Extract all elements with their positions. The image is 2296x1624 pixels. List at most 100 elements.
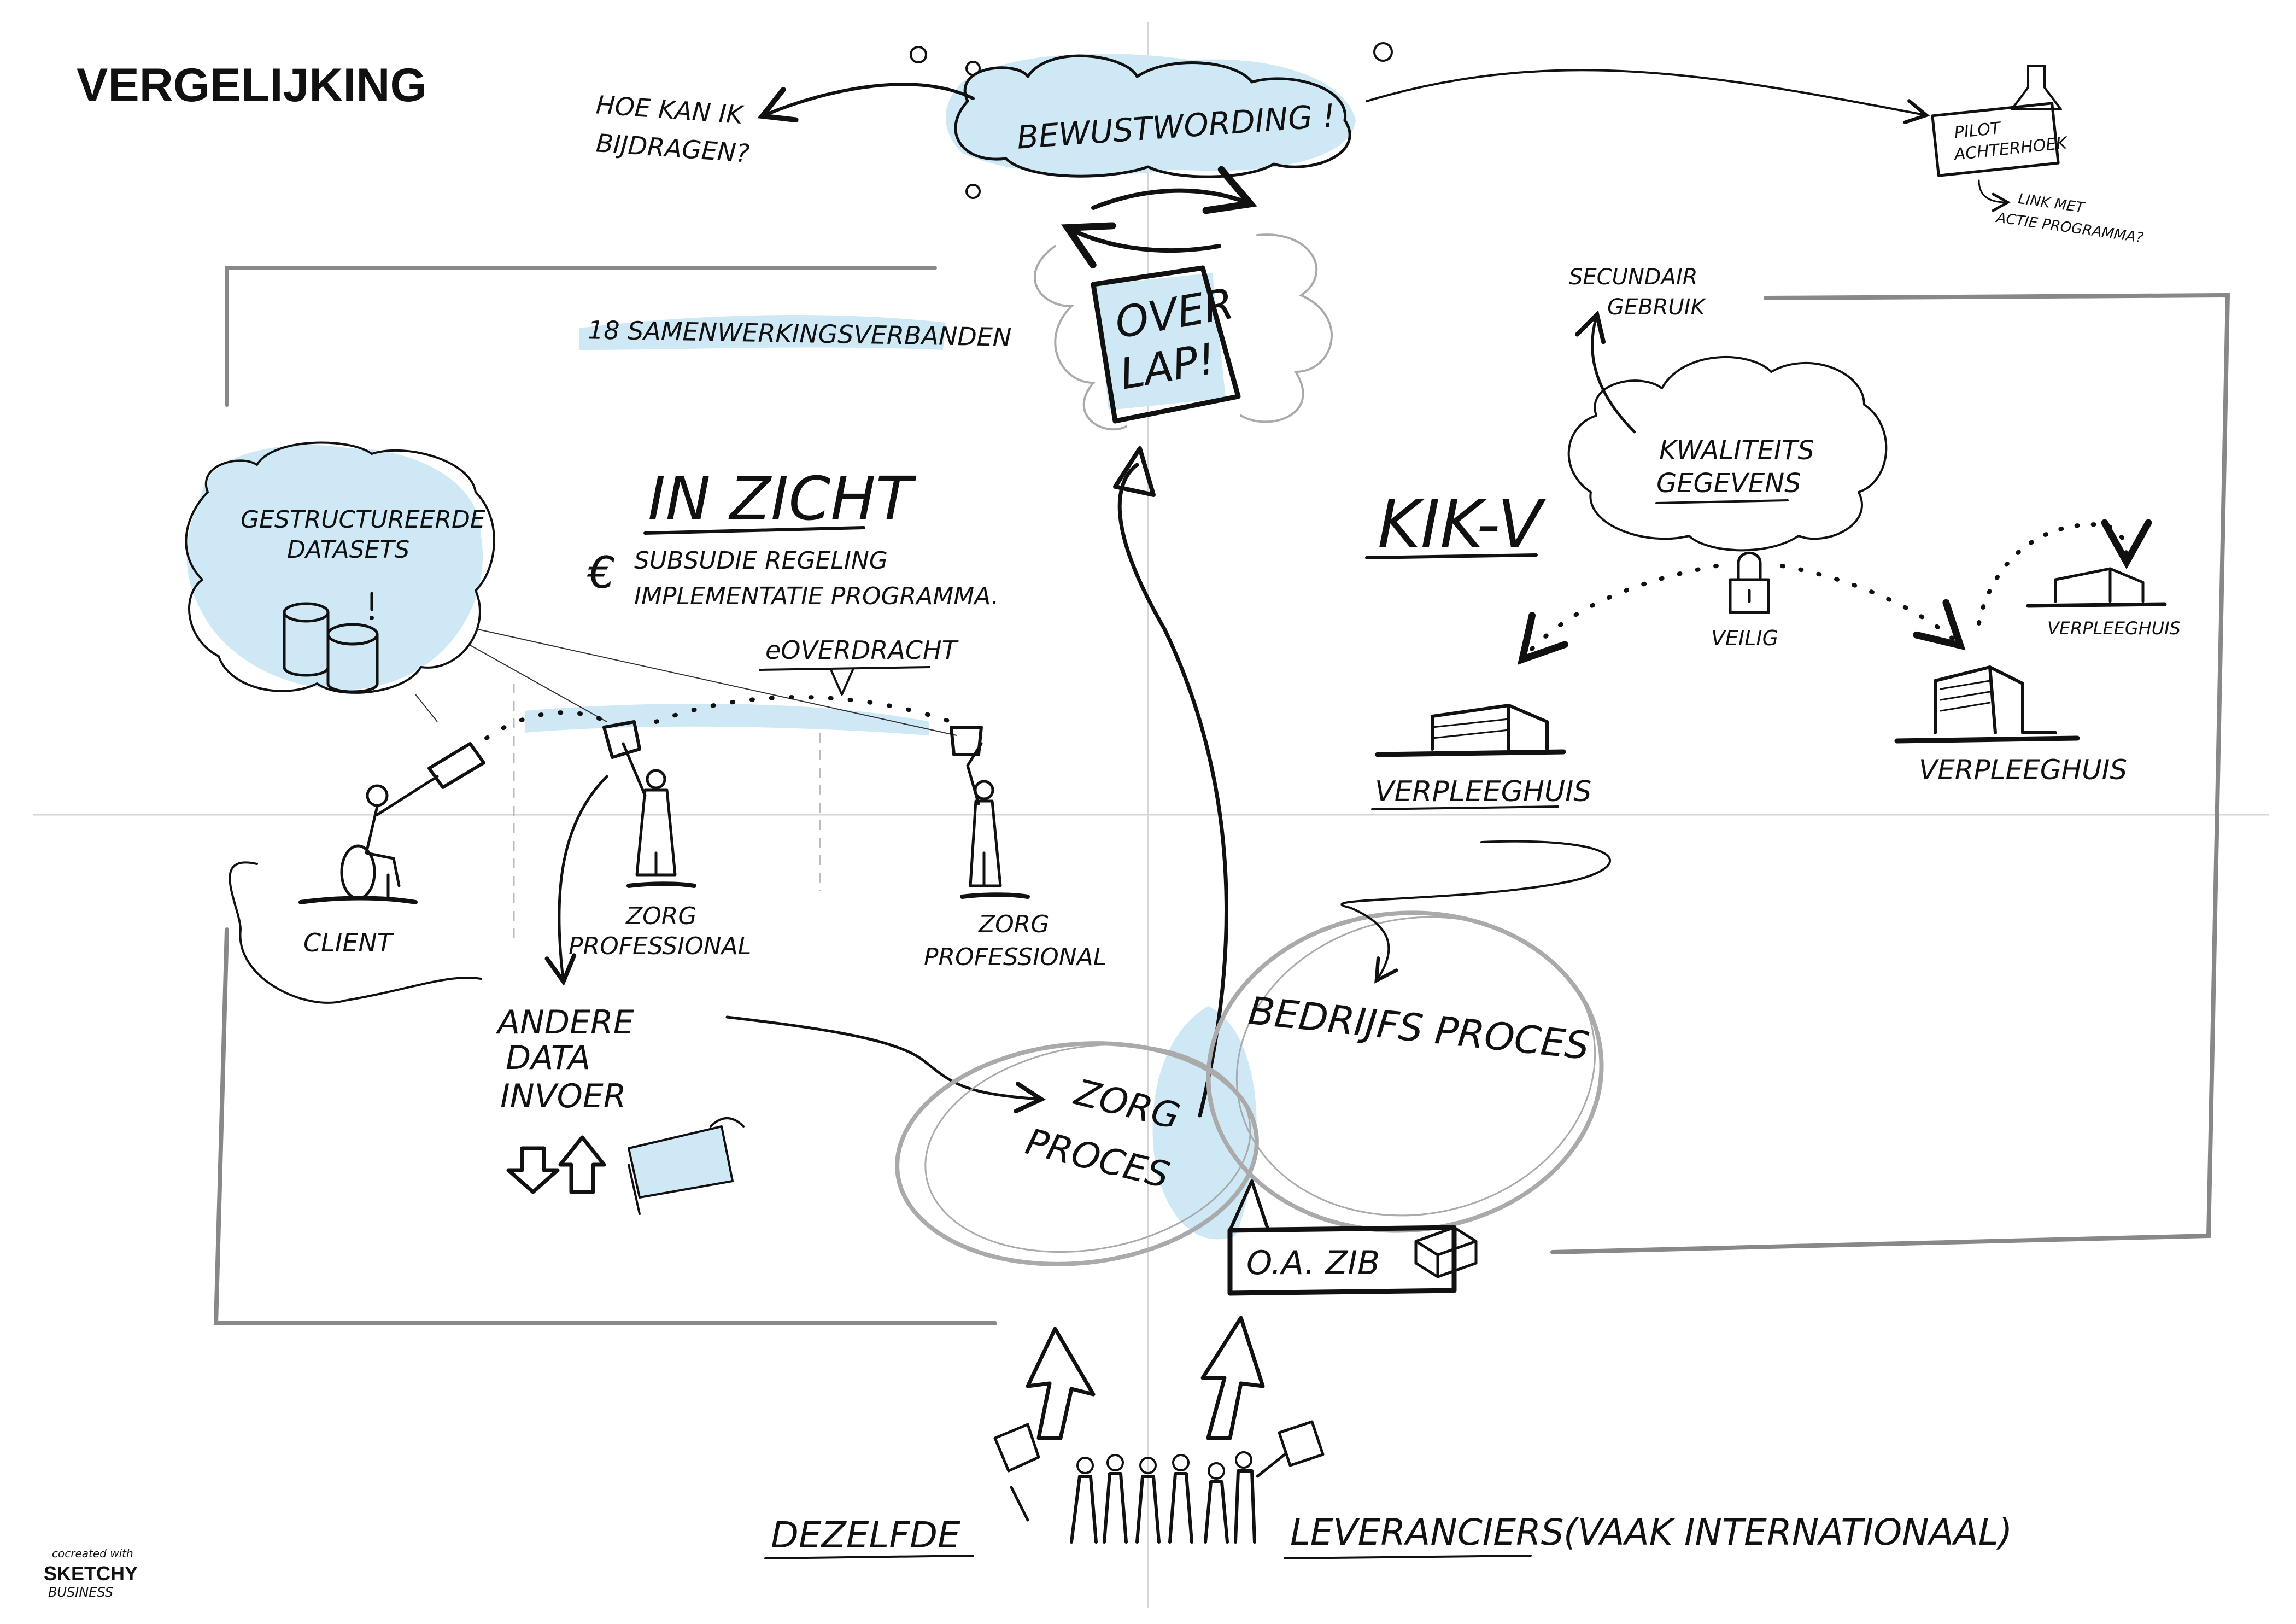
care-process-ellipse bbox=[895, 1041, 1259, 1266]
kikv-underline bbox=[1365, 553, 1538, 559]
pro1-label-2: PROFESSIONAL bbox=[569, 932, 751, 960]
quality-cloud bbox=[1567, 356, 1888, 552]
subsidy-label-1: SUBSUDIE REGELING bbox=[634, 547, 888, 575]
brick-icon bbox=[1414, 1226, 1478, 1278]
awareness-cloud bbox=[954, 54, 1351, 178]
cloud-bubble bbox=[965, 61, 981, 76]
suppliers-label: LEVERANCIERS bbox=[1290, 1511, 1564, 1553]
secondary-label-1: SECUNDAIR bbox=[1569, 265, 1698, 290]
transfer-callout bbox=[759, 666, 930, 696]
cycle-arrow-top bbox=[1091, 166, 1257, 214]
credit-line-1: cocreated with bbox=[52, 1547, 133, 1560]
pro2-ground bbox=[960, 892, 1030, 899]
dotted-arc bbox=[654, 695, 953, 724]
euro-icon: € bbox=[587, 547, 616, 598]
safe-label: VEILIG bbox=[1711, 626, 1778, 650]
data-input-highlight bbox=[629, 1126, 733, 1197]
nursing-home-label-3: VERPLEEGHUIS bbox=[2047, 618, 2181, 639]
pilot-arrow bbox=[1366, 69, 1930, 124]
business-process-label: BEDRIJFS PROCES bbox=[1246, 988, 1592, 1068]
zib-pointer bbox=[1228, 1179, 1270, 1232]
client-ground bbox=[298, 896, 418, 904]
kikv-title: KIK-V bbox=[1378, 487, 1547, 563]
pilot-note-arrow bbox=[1978, 179, 2011, 212]
pro1-label-1: ZORG bbox=[625, 902, 696, 930]
contribute-label-2: BIJDRAGEN? bbox=[595, 128, 750, 168]
overlap-arrowhead bbox=[1113, 446, 1156, 497]
professional-figure-1 bbox=[602, 720, 677, 877]
upload-arrow-icon bbox=[558, 1135, 606, 1194]
other-input-label-1: ANDERE bbox=[495, 1003, 634, 1042]
subsidy-label-2: IMPLEMENTATIE PROGRAMMA. bbox=[634, 582, 999, 610]
nursing-home-icon-1 bbox=[1375, 704, 1566, 757]
nursing-home-icon-3 bbox=[2026, 567, 2167, 608]
nursing-home-icon-2 bbox=[1894, 665, 2080, 744]
credit-line-2: SKETCHY bbox=[44, 1562, 138, 1585]
pro2-label-1: ZORG bbox=[978, 910, 1049, 938]
cloud-bubble bbox=[1373, 42, 1393, 62]
supplier-crowd bbox=[993, 1420, 1325, 1544]
overlap-cloud bbox=[1034, 233, 1333, 431]
overlap-box bbox=[1091, 265, 1241, 424]
credit-line-3: BUSINESS bbox=[48, 1585, 113, 1600]
flask-icon bbox=[2011, 65, 2062, 110]
zib-label: O.A. ZIB bbox=[1246, 1244, 1380, 1282]
other-input-arrow bbox=[544, 775, 608, 986]
right-frame bbox=[1550, 293, 2230, 1254]
padlock-icon bbox=[1729, 551, 1770, 614]
nursing-home-label-2: VERPLEEGHUIS bbox=[1919, 754, 2127, 786]
client-loop bbox=[229, 861, 482, 1004]
datasets-cloud bbox=[185, 441, 495, 694]
business-loop bbox=[1340, 840, 1611, 984]
transfer-highlight bbox=[525, 703, 929, 735]
supplier-arrow-left bbox=[1026, 1327, 1096, 1440]
inzicht-underline bbox=[643, 526, 865, 535]
care-process-ellipse-sketch bbox=[924, 1044, 1251, 1253]
datasets-label-1: GESTRUCTUREERDE bbox=[241, 506, 485, 534]
international-label: (VAAK INTERNATIONAAL) bbox=[1563, 1511, 2012, 1553]
quality-label-2: GEGEVENS bbox=[1656, 468, 1801, 499]
secondary-label-2: GEBRUIK bbox=[1607, 295, 1707, 320]
datasets-label-2: DATASETS bbox=[287, 536, 409, 564]
secure-dotted-arc-right bbox=[1780, 564, 1966, 651]
inzicht-title: IN ZICHT bbox=[648, 464, 917, 534]
secure-dotted-arc-top bbox=[1977, 519, 2152, 626]
cloud-bubble bbox=[910, 46, 927, 63]
same-label: DEZELFDE bbox=[771, 1514, 960, 1556]
quality-label-1: KWALITEITS bbox=[1659, 435, 1814, 466]
pro2-label-2: PROFESSIONAL bbox=[924, 943, 1106, 971]
contribute-arrow bbox=[757, 83, 975, 123]
download-arrow-icon bbox=[506, 1146, 560, 1194]
rise-to-overlap-arrow bbox=[1117, 463, 1228, 1118]
other-input-label-3: INVOER bbox=[500, 1077, 626, 1115]
professional-figure-2 bbox=[950, 726, 1002, 887]
to-care-process-arrow bbox=[725, 1015, 1046, 1114]
nursing-home-underline-1 bbox=[1371, 805, 1559, 810]
quality-underline bbox=[1655, 499, 1789, 504]
nursing-home-label-1: VERPLEEGHUIS bbox=[1375, 775, 1591, 808]
contribute-label-1: HOE KAN IK bbox=[595, 90, 746, 130]
supplier-arrow-right bbox=[1200, 1316, 1265, 1440]
pilot-note-2: ACTIE PROGRAMMA? bbox=[1994, 209, 2145, 247]
secondary-use-arrow bbox=[1574, 310, 1636, 434]
client-label: CLIENT bbox=[303, 928, 395, 957]
cloud-bubble bbox=[965, 184, 981, 199]
pilot-label-1: PILOT bbox=[1953, 119, 2003, 143]
pilot-note-1: LINK MET bbox=[2017, 191, 2087, 217]
partnerships-highlight bbox=[579, 315, 946, 350]
transfer-label: eOVERDRACHT bbox=[765, 635, 959, 665]
connector-line bbox=[470, 645, 607, 722]
paper-hand-icon bbox=[628, 1117, 745, 1215]
overlap-highlight bbox=[1096, 273, 1226, 411]
pilot-box bbox=[1931, 102, 2060, 177]
awareness-cloud-highlight bbox=[946, 54, 1356, 175]
pro1-ground bbox=[626, 881, 696, 888]
business-process-ellipse bbox=[1206, 910, 1604, 1233]
connector-line bbox=[475, 628, 957, 736]
secure-dotted-arc-left bbox=[1517, 564, 1719, 665]
suppliers-underline bbox=[1284, 1555, 1532, 1559]
cycle-arrow-bottom bbox=[1061, 222, 1221, 268]
database-icon bbox=[283, 592, 379, 693]
business-process-ellipse-sketch bbox=[1235, 916, 1596, 1217]
